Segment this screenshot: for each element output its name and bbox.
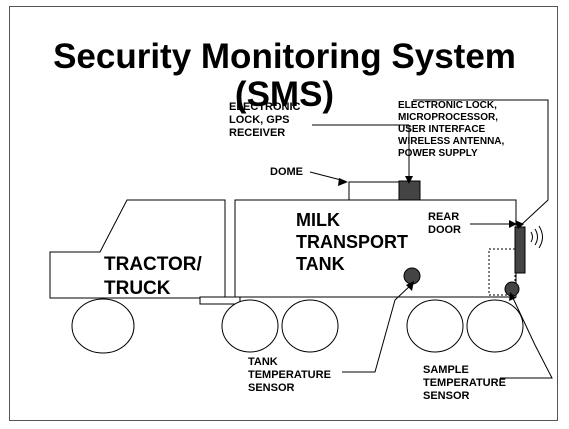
label-tank-temperature-sensor: TANK TEMPERATURE SENSOR: [248, 356, 331, 394]
title-line-2: (SMS): [234, 75, 335, 114]
leader-lines: [309, 99, 553, 379]
arrowheads: [338, 176, 524, 301]
tractor-cab: [49, 199, 226, 299]
trailer-hitch: [199, 296, 241, 305]
title-line-1: Security Monitoring System: [53, 37, 516, 76]
milk-tank-body: [234, 199, 517, 298]
wheels: [71, 298, 524, 354]
label-dome: DOME: [270, 166, 303, 178]
label-rear-door: REAR DOOR: [428, 211, 461, 236]
slide-border: [9, 6, 558, 421]
antenna-waves-icon: [530, 225, 543, 249]
label-tractor-truck: TRACTOR/ TRUCK: [104, 254, 202, 299]
dome: [348, 181, 400, 201]
label-electronic-lock-gps: ELECTRONIC LOCK, GPS RECEIVER: [229, 101, 301, 139]
gps-lock-device: [398, 180, 421, 201]
label-sample-temperature-sensor: SAMPLE TEMPERATURE SENSOR: [423, 364, 506, 402]
label-electronic-lock-rear: ELECTRONIC LOCK, MICROPROCESSOR, USER IN…: [398, 100, 505, 159]
label-milk-transport-tank: MILK TRANSPORT TANK: [296, 210, 408, 274]
rear-lock-device: [514, 226, 526, 274]
sample-temperature-sensor-dot: [504, 281, 520, 297]
